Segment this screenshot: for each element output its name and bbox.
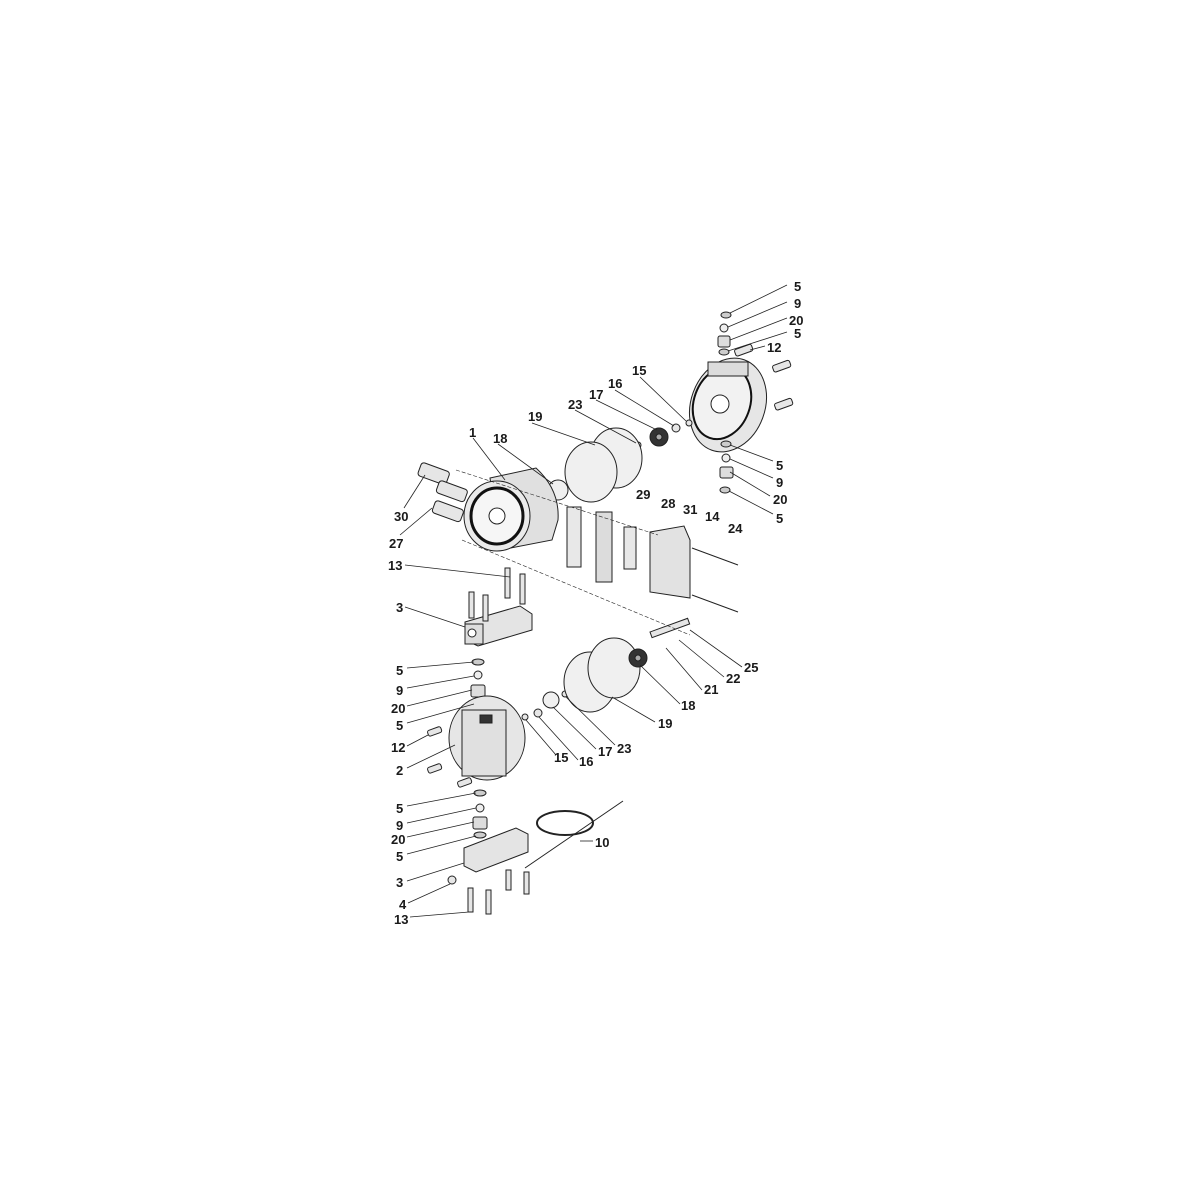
- callout-10: 10: [595, 835, 610, 850]
- callout-30: 30: [394, 509, 409, 524]
- callout-29: 29: [636, 487, 651, 502]
- top-manifold: [464, 605, 533, 647]
- callout-18: 18: [493, 431, 508, 446]
- callout-20: 20: [773, 492, 788, 507]
- callout-12: 12: [391, 740, 406, 755]
- callout-28: 28: [661, 496, 676, 511]
- callout-17: 17: [598, 744, 613, 759]
- callout-13: 13: [394, 912, 409, 927]
- callout-15: 15: [554, 750, 569, 765]
- callout-21: 21: [704, 682, 719, 697]
- left-fluid-cover: [448, 695, 526, 781]
- callout-13: 13: [388, 558, 403, 573]
- callout-22: 22: [726, 671, 741, 686]
- callout-5: 5: [396, 718, 404, 733]
- callout-5: 5: [794, 326, 802, 341]
- callout-9: 9: [396, 683, 404, 698]
- callout-1: 1: [469, 425, 477, 440]
- callout-16: 16: [579, 754, 594, 769]
- callout-16: 16: [608, 376, 623, 391]
- callout-9: 9: [396, 818, 404, 833]
- callout-5: 5: [776, 458, 784, 473]
- callout-5: 5: [396, 849, 404, 864]
- callout-9: 9: [794, 296, 802, 311]
- callout-4: 4: [399, 897, 407, 912]
- callout-5: 5: [776, 511, 784, 526]
- callout-3: 3: [396, 875, 404, 890]
- callout-14: 14: [705, 509, 720, 524]
- callout-3: 3: [396, 600, 404, 615]
- callout-5: 5: [396, 801, 404, 816]
- callout-5: 5: [794, 279, 802, 294]
- callout-9: 9: [776, 475, 784, 490]
- callout-5: 5: [396, 663, 404, 678]
- callout-20: 20: [391, 701, 406, 716]
- callout-23: 23: [568, 397, 583, 412]
- callout-2: 2: [396, 763, 404, 778]
- callout-23: 23: [617, 741, 632, 756]
- callout-17: 17: [589, 387, 604, 402]
- callout-19: 19: [658, 716, 673, 731]
- callout-18: 18: [681, 698, 696, 713]
- callout-27: 27: [389, 536, 404, 551]
- callout-15: 15: [632, 363, 647, 378]
- right-fluid-cover: [689, 357, 767, 453]
- callout-12: 12: [767, 340, 782, 355]
- callout-31: 31: [683, 502, 698, 517]
- callout-25: 25: [744, 660, 759, 675]
- callout-20: 20: [789, 313, 804, 328]
- callout-19: 19: [528, 409, 543, 424]
- callout-24: 24: [728, 521, 743, 536]
- center-housing: [463, 467, 559, 552]
- callout-20: 20: [391, 832, 406, 847]
